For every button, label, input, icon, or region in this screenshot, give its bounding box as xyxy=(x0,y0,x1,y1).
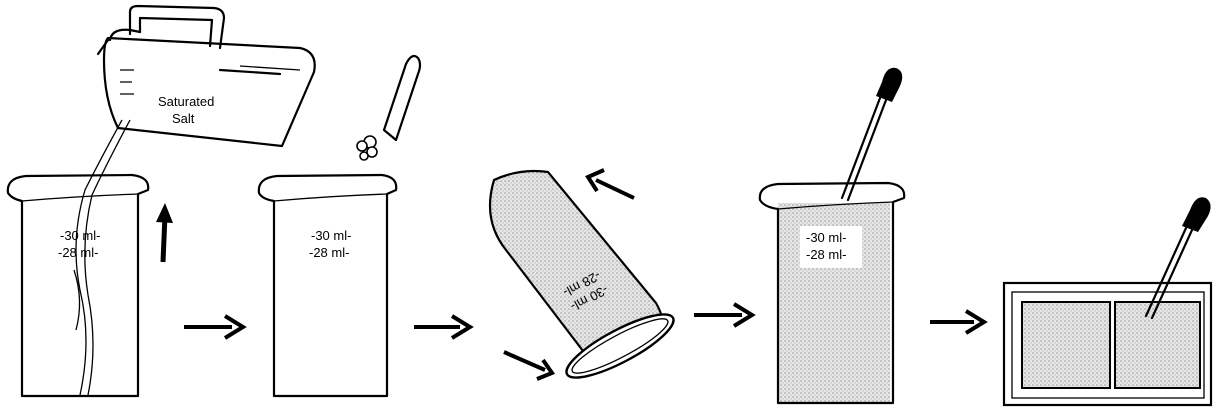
up-arrow-icon xyxy=(156,203,173,263)
mark-30-label: -30 ml- xyxy=(311,228,351,243)
mark-28-label: -28 ml- xyxy=(806,247,846,262)
dropper-icon xyxy=(840,67,903,202)
step5-counting-chamber xyxy=(1002,281,1213,407)
mark-28-label: -28 ml- xyxy=(309,245,349,260)
flow-arrow-icon xyxy=(184,314,247,340)
dropper-icon xyxy=(1144,197,1211,320)
mark-28-label: -28 ml- xyxy=(58,245,98,260)
step3-tilted-beaker: -30 ml- -28 ml- xyxy=(488,169,675,379)
flow-arrow-icon xyxy=(694,302,756,328)
step2-beaker: -30 ml- -28 ml- xyxy=(257,173,398,398)
down-right-arrow-icon xyxy=(503,350,556,381)
flow-arrow-icon xyxy=(930,309,988,335)
cotton-swab-icon xyxy=(356,54,422,161)
mark-30-label: -30 ml- xyxy=(60,228,100,243)
up-left-arrow-icon xyxy=(585,168,635,200)
mark-30-label: -30 ml- xyxy=(806,230,846,245)
saturated-salt-pitcher: Saturated Salt xyxy=(96,4,316,148)
pitcher-label-line2: Salt xyxy=(172,111,195,126)
flow-arrow-icon xyxy=(414,314,474,340)
pitcher-label-line1: Saturated xyxy=(158,94,214,109)
step1-beaker: -30 ml- -28 ml- xyxy=(6,119,150,398)
step4-beaker: -30 ml- -28 ml- xyxy=(758,181,906,405)
